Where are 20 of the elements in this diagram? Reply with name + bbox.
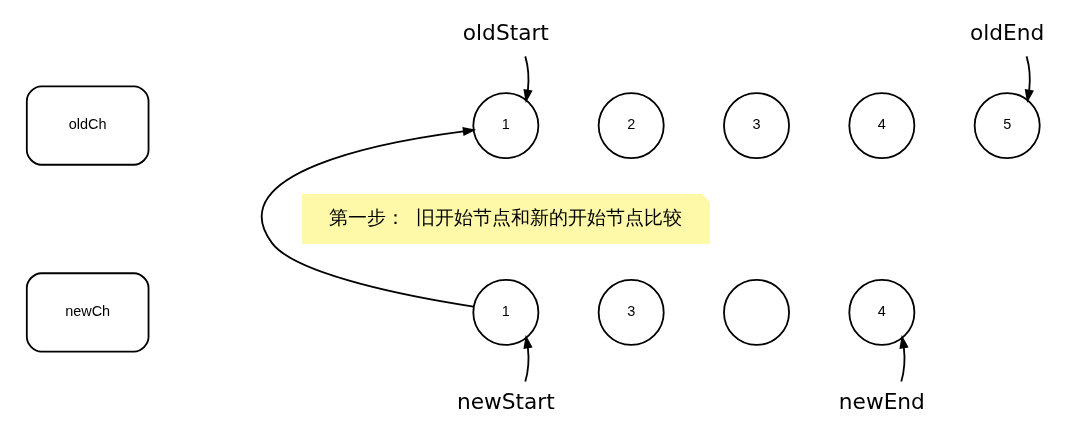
arrow bbox=[898, 335, 909, 383]
node-box: newCh bbox=[25, 272, 149, 353]
node-circle: 4 bbox=[847, 92, 915, 160]
node-circle: 1 bbox=[471, 278, 539, 346]
node-circle: 2 bbox=[597, 92, 665, 160]
node-circle: 5 bbox=[973, 92, 1041, 160]
node-circle: 1 bbox=[471, 92, 539, 160]
node-circle: 4 bbox=[847, 278, 915, 346]
arrow bbox=[522, 335, 533, 383]
node-circle: 3 bbox=[597, 278, 665, 346]
node-circle bbox=[722, 278, 790, 346]
arrow bbox=[522, 55, 533, 103]
arrow bbox=[1024, 55, 1034, 103]
node-text: oldStart bbox=[462, 19, 549, 45]
node-circle: 3 bbox=[722, 92, 790, 160]
node-box: oldCh bbox=[25, 85, 149, 166]
node-text: newStart bbox=[456, 388, 555, 414]
arrow bbox=[260, 126, 476, 308]
node-text: oldEnd bbox=[969, 19, 1044, 45]
node-text: newEnd bbox=[838, 388, 925, 414]
